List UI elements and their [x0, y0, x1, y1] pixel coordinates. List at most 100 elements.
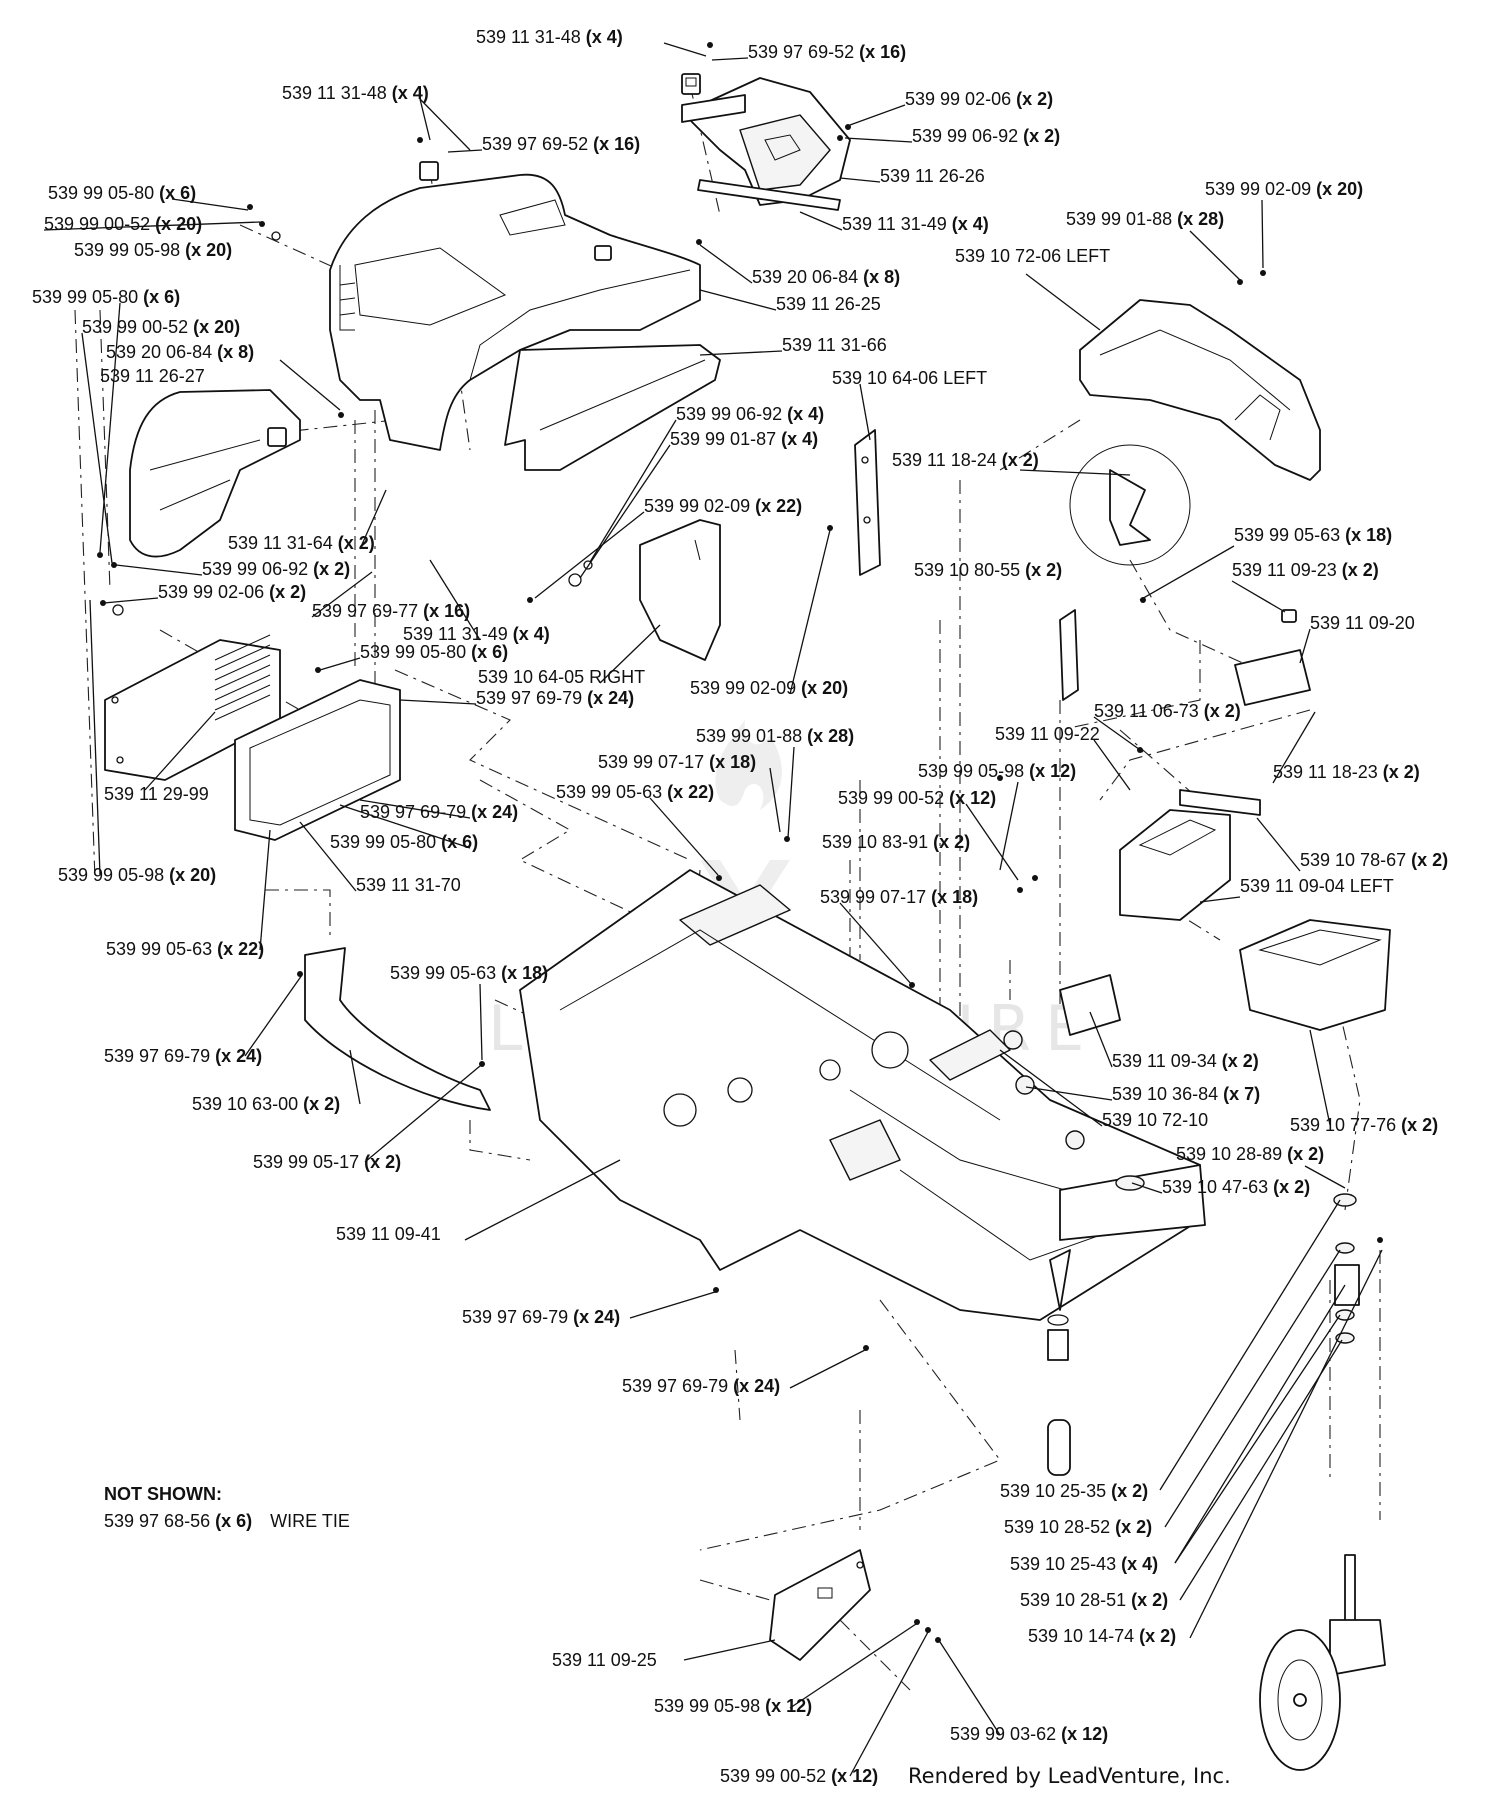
callout-quantity: (x 24) — [733, 1376, 780, 1396]
callout-quantity: (x 16) — [423, 601, 470, 621]
callout-quantity: (x 7) — [1223, 1084, 1260, 1104]
callout-quantity: (x 20) — [155, 214, 202, 234]
callout-quantity: (x 16) — [859, 42, 906, 62]
callout-a20: 539 11 26-27 — [100, 366, 205, 386]
callout-a32: 539 10 80-55(x 2) — [914, 560, 1062, 580]
callout-part-number: 539 10 25-35 — [1000, 1481, 1106, 1501]
callout-part-number: 539 99 01-88 — [1066, 209, 1172, 229]
callout-a2: 539 97 69-52(x 16) — [748, 42, 906, 62]
callout-quantity: (x 4) — [392, 83, 429, 103]
callout-a44: 539 99 07-17(x 18) — [598, 752, 756, 772]
callout-part-number: 539 11 31-66 — [782, 335, 887, 355]
callout-a30: 539 99 06-92(x 2) — [202, 559, 350, 579]
callout-part-number: 539 11 09-41 — [336, 1224, 441, 1244]
callout-a48: 539 11 29-99 — [104, 784, 209, 804]
detail-circle — [1069, 444, 1191, 566]
callout-a34: 539 97 69-77(x 16) — [312, 601, 470, 621]
callout-part-number: 539 11 31-48 — [282, 83, 387, 103]
callout-part-number: 539 11 29-99 — [104, 784, 209, 804]
callout-a62: 539 10 72-10 — [1102, 1110, 1208, 1130]
callout-a58: 539 99 05-63(x 18) — [390, 963, 548, 983]
bracket-09-34 — [1059, 974, 1121, 1036]
callout-a67: 539 10 47-63(x 2) — [1162, 1177, 1310, 1197]
callout-a47: 539 99 00-52(x 12) — [838, 788, 996, 808]
callout-quantity: (x 16) — [593, 134, 640, 154]
callout-part-number: 539 99 02-09 — [1205, 179, 1311, 199]
not-shown-heading: NOT SHOWN: — [104, 1484, 222, 1504]
callout-quantity: (x 4) — [952, 214, 989, 234]
callout-part-number: 539 10 83-91 — [822, 832, 928, 852]
callout-part-number: 539 99 05-80 — [360, 642, 466, 662]
callout-a27: 539 99 05-63(x 18) — [1234, 525, 1392, 545]
callout-part-number: 539 11 26-25 — [776, 294, 881, 314]
callout-part-number: 539 99 06-92 — [202, 559, 308, 579]
callout-a46: 539 99 05-63(x 22) — [556, 782, 714, 802]
callout-part-number: 539 99 05-98 — [74, 240, 180, 260]
callout-part-number: 539 99 07-17 — [820, 887, 926, 907]
callout-part-number: 539 99 00-52 — [720, 1766, 826, 1786]
callout-part-number: 539 11 31-49 — [842, 214, 947, 234]
not-shown-qty: (x 6) — [215, 1511, 253, 1531]
callout-quantity: (x 4) — [1121, 1554, 1158, 1574]
callout-a39: 539 97 69-79(x 24) — [476, 688, 634, 708]
callout-quantity: (x 18) — [501, 963, 548, 983]
callout-quantity: (x 4) — [781, 429, 818, 449]
callout-quantity: (x 24) — [573, 1307, 620, 1327]
callout-part-number: 539 99 02-09 — [644, 496, 750, 516]
callout-part-number: 539 99 00-52 — [82, 317, 188, 337]
not-shown-note: NOT SHOWN: 539 97 68-56 (x 6) WIRE TIE — [104, 1484, 350, 1532]
callout-part-number: 539 10 36-84 — [1112, 1084, 1218, 1104]
callout-quantity: (x 2) — [1204, 701, 1241, 721]
callout-part-number: 539 97 69-79 — [360, 802, 466, 822]
callout-part-number: 539 10 77-76 — [1290, 1115, 1396, 1135]
left-cover — [129, 389, 301, 558]
render-credit: Rendered by LeadVenture, Inc. — [908, 1764, 1231, 1788]
upper-hood — [329, 173, 701, 451]
callout-a9: 539 99 05-80(x 6) — [48, 183, 196, 203]
callout-part-number: 539 99 01-87 — [670, 429, 776, 449]
callout-a36: 539 99 05-80(x 6) — [360, 642, 508, 662]
callout-quantity: (x 12) — [831, 1766, 878, 1786]
strap-plate-top — [697, 179, 841, 211]
callout-quantity: (x 6) — [159, 183, 196, 203]
callout-a61: 539 10 36-84(x 7) — [1112, 1084, 1260, 1104]
callout-part-number: 539 10 64-05 RIGHT — [478, 667, 645, 687]
callout-quantity: (x 2) — [933, 832, 970, 852]
tray-77-76 — [1239, 919, 1391, 1031]
callout-part-number: 539 11 06-73 — [1094, 701, 1199, 721]
callout-a11: 539 11 31-49(x 4) — [842, 214, 989, 234]
callout-a40: 539 11 06-73(x 2) — [1094, 701, 1241, 721]
callout-a17: 539 99 05-80(x 6) — [32, 287, 180, 307]
callout-quantity: (x 2) — [1023, 126, 1060, 146]
callout-part-number: 539 11 09-25 — [552, 1650, 657, 1670]
callout-a41: 539 11 09-22 — [995, 724, 1100, 744]
callout-part-number: 539 99 05-63 — [1234, 525, 1340, 545]
callout-part-number: 539 11 09-04 LEFT — [1240, 876, 1394, 896]
callout-quantity: (x 22) — [667, 782, 714, 802]
callout-part-number: 539 11 18-23 — [1273, 762, 1378, 782]
callout-quantity: (x 2) — [269, 582, 306, 602]
callout-labels: 539 11 31-48(x 4)539 97 69-52(x 16)539 1… — [32, 27, 1448, 1786]
callout-quantity: (x 2) — [303, 1094, 340, 1114]
callout-part-number: 539 99 03-62 — [950, 1724, 1056, 1744]
callout-part-number: 539 11 26-26 — [880, 166, 985, 186]
watermark-logo — [715, 720, 782, 810]
callout-a28: 539 11 09-23(x 2) — [1232, 560, 1379, 580]
watermark-v-mark — [700, 860, 790, 930]
callout-quantity: (x 2) — [1222, 1051, 1259, 1071]
callout-part-number: 539 99 02-06 — [158, 582, 264, 602]
callout-quantity: (x 2) — [313, 559, 350, 579]
callout-quantity: (x 6) — [471, 642, 508, 662]
callout-a21: 539 11 31-66 — [782, 335, 887, 355]
callout-quantity: (x 22) — [755, 496, 802, 516]
callout-a63: 539 10 63-00(x 2) — [192, 1094, 340, 1114]
callout-part-number: 539 10 28-51 — [1020, 1590, 1126, 1610]
rail-31-66 — [504, 344, 721, 471]
callout-part-number: 539 97 69-79 — [622, 1376, 728, 1396]
callout-quantity: (x 4) — [586, 27, 623, 47]
callout-part-number: 539 99 05-63 — [390, 963, 496, 983]
callout-quantity: (x 2) — [364, 1152, 401, 1172]
callout-quantity: (x 20) — [801, 678, 848, 698]
callout-quantity: (x 4) — [513, 624, 550, 644]
callout-a43: 539 11 18-23(x 2) — [1273, 762, 1420, 782]
